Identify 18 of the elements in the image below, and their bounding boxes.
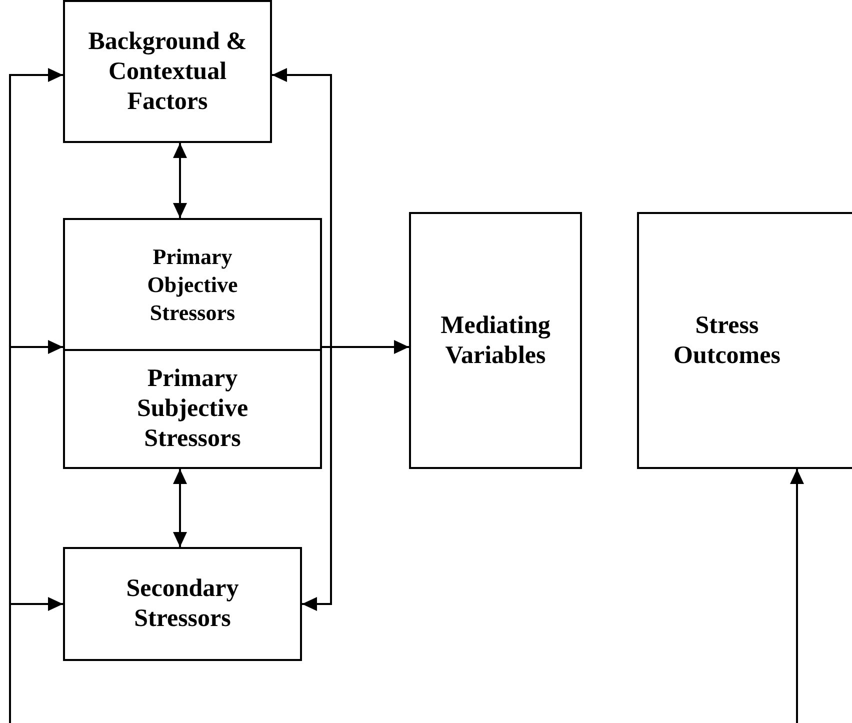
arrow bbox=[302, 346, 332, 611]
arrow bbox=[173, 469, 187, 547]
box-label: Mediating Variables bbox=[440, 310, 552, 370]
arrow bbox=[272, 68, 332, 348]
arrow bbox=[790, 469, 804, 723]
process-box bbox=[637, 212, 852, 469]
arrow bbox=[9, 597, 63, 723]
process-box bbox=[63, 547, 302, 661]
arrow bbox=[322, 340, 409, 354]
stressor-group-box bbox=[63, 218, 322, 469]
arrow bbox=[173, 143, 187, 218]
box-label: Secondary Stressors bbox=[125, 574, 240, 634]
box-label: Primary Objective Stressors bbox=[146, 242, 239, 326]
process-box bbox=[63, 0, 272, 143]
box-label: Stress Outcomes bbox=[672, 310, 782, 370]
box-label: Background & Contextual Factors bbox=[88, 26, 248, 116]
box-label: Primary Subjective Stressors bbox=[136, 364, 250, 454]
process-box bbox=[409, 212, 582, 469]
